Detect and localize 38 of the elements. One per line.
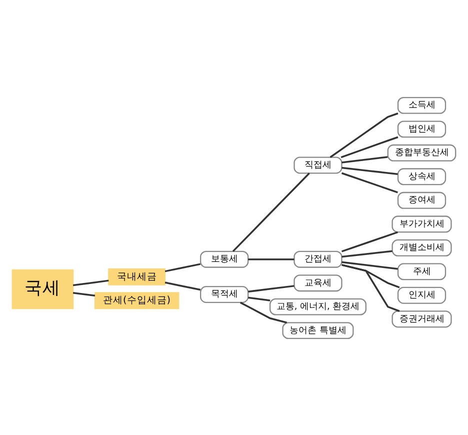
node-box: 국세 <box>12 268 74 309</box>
node-box: 교육세 <box>294 274 342 292</box>
connector <box>342 260 398 270</box>
connector <box>342 156 388 163</box>
node-box: 국내세금 <box>108 268 166 285</box>
connector <box>341 172 398 193</box>
connector <box>232 172 310 252</box>
node-box: 소득세 <box>397 96 446 114</box>
node-box: 간접세 <box>294 250 342 268</box>
node-box: 농어촌 특별세 <box>282 322 354 339</box>
connector <box>341 230 398 252</box>
node-box: 인지세 <box>397 286 446 304</box>
connector <box>340 136 398 158</box>
connector <box>342 264 400 312</box>
connector <box>72 292 96 296</box>
node-box: 직접세 <box>294 156 342 174</box>
connector <box>164 281 201 290</box>
node-box: 종합부동산세 <box>387 144 456 161</box>
connector <box>72 279 109 286</box>
node-box: 관세(수입세금) <box>94 292 180 309</box>
node-box: 주세 <box>397 262 446 280</box>
node-box: 부가가치세 <box>392 215 452 232</box>
connector <box>248 284 294 292</box>
connector <box>342 250 392 258</box>
connector <box>342 166 398 174</box>
node-box: 개별소비세 <box>392 238 452 256</box>
connector <box>240 301 287 323</box>
connector <box>248 296 270 301</box>
connector <box>330 112 398 158</box>
connector <box>164 262 201 272</box>
node-box: 교통, 에너지, 환경세 <box>269 298 366 315</box>
node-box: 상속세 <box>397 168 446 185</box>
connector <box>248 258 294 260</box>
node-box: 증권거래세 <box>392 310 452 328</box>
node-box: 증여세 <box>397 191 446 208</box>
node-box: 보통세 <box>200 250 249 268</box>
node-box: 법인세 <box>397 120 446 138</box>
node-box: 목적세 <box>200 286 249 302</box>
